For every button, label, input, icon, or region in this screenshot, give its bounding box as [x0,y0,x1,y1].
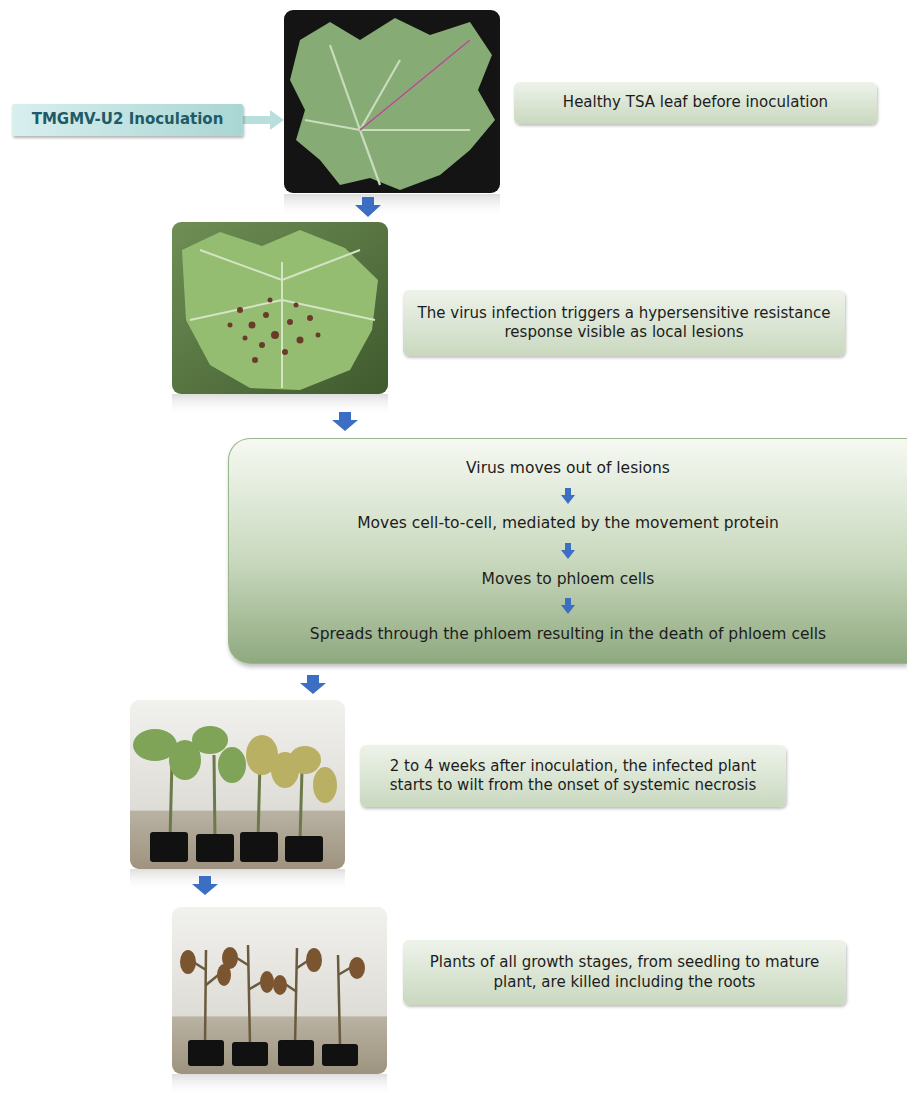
step-arrow [560,543,576,559]
step-box: The virus infection triggers a hypersens… [403,290,845,356]
step-text: The virus infection triggers a hypersens… [415,304,833,343]
dead-plants-photo [172,907,387,1096]
step-text: Virus moves out of lesions [466,458,670,478]
step-text: Spreads through the phloem resulting in … [310,624,826,644]
step-text: Moves to phloem cells [482,569,655,589]
inoculation-arrow [243,110,284,130]
step-box: Plants of all growth stages, from seedli… [403,940,846,1005]
step-box: 2 to 4 weeks after inoculation, the infe… [360,745,786,807]
step-text: Moves cell-to-cell, mediated by the move… [357,513,779,533]
step-text: Plants of all growth stages, from seedli… [415,953,834,992]
label-box: TMGMV-U2 Inoculation [12,104,243,136]
step-box: Healthy TSA leaf before inoculation [514,82,877,124]
leaf-photo [284,10,500,218]
step-text: 2 to 4 weeks after inoculation, the infe… [372,757,774,796]
lesion-leaf-photo [172,222,388,416]
step-text: TMGMV-U2 Inoculation [32,110,224,130]
step-arrow [560,598,576,614]
process-panel: Virus moves out of lesionsMoves cell-to-… [228,438,907,664]
step-arrow [560,488,576,504]
step-text: Healthy TSA leaf before inoculation [563,93,828,113]
wilting-plants-photo [130,700,345,891]
